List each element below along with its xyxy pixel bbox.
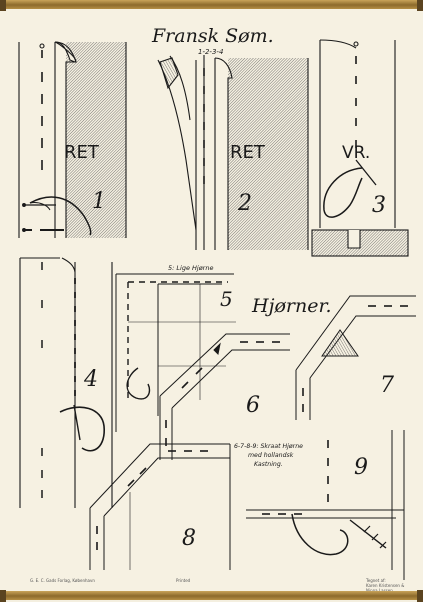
panel-4 <box>19 257 113 508</box>
number-2: 2 <box>237 191 252 216</box>
number-9: 9 <box>354 455 368 480</box>
panel-3 <box>311 39 409 257</box>
panel-2 <box>157 55 309 250</box>
number-4: 4 <box>83 367 98 392</box>
footer-credits: Tegnet af: Karen Kristensen & Ninna Lass… <box>366 578 414 593</box>
panel-1 <box>18 41 127 238</box>
number-3: 3 <box>372 193 386 218</box>
label-ret-2: RET <box>230 142 266 163</box>
title: Fransk Søm. <box>151 25 274 47</box>
number-7: 7 <box>380 373 394 398</box>
label-skraat-line-1: 6-7-8-9: Skraat Hjørne <box>234 442 303 450</box>
footer-credits-line-1: Tegnet af: <box>366 578 386 583</box>
footer-print-mark: Printed <box>176 578 191 583</box>
top-hanging-rod <box>0 0 423 11</box>
bottom-hanging-rod <box>0 590 423 602</box>
footer-publisher: G. E. C. Gads Forlag, København <box>30 578 95 583</box>
number-6: 6 <box>246 393 260 418</box>
number-1: 1 <box>92 189 106 214</box>
label-skraat-line-3: Kastning. <box>254 460 283 468</box>
panel-5 <box>115 273 236 432</box>
subtitle: 1-2-3-4 <box>198 48 223 56</box>
panel-7 <box>295 295 416 420</box>
panel-8 <box>89 443 231 570</box>
label-lige-hjorne: 5: Lige Hjørne <box>168 264 213 272</box>
label-vr: VR. <box>342 143 370 163</box>
panel-9 <box>246 430 405 580</box>
number-8: 8 <box>182 526 196 551</box>
section-heading-hjorner: Hjørner. <box>251 295 332 317</box>
footer-credits-line-2: Karen Kristensen & Ninna Lassen <box>366 583 405 593</box>
label-ret-1: RET <box>64 142 100 163</box>
panel-6 <box>159 333 290 460</box>
label-skraat-line-2: med hollandsk <box>248 452 294 459</box>
number-5: 5 <box>220 287 233 311</box>
